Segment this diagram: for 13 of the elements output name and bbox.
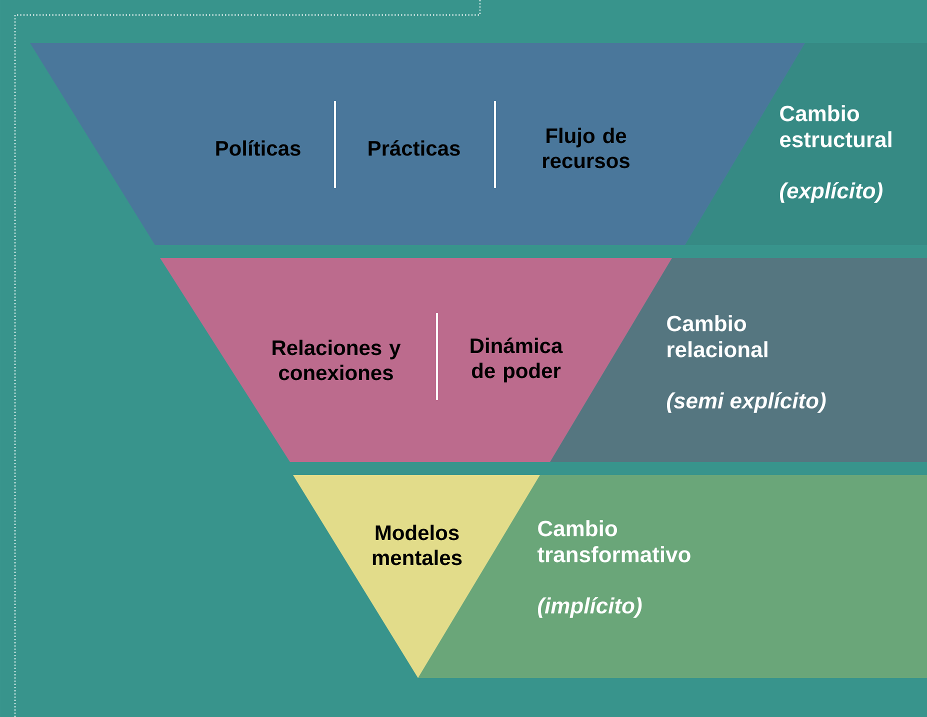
band-title: Cambio relacional [667,315,768,358]
label: Políticas [216,140,300,156]
band-subtitle: (semi explícito) [667,392,826,413]
band [685,43,927,245]
band-title: Cambio estructural [780,105,892,148]
label: Flujo de recursos [543,128,630,168]
label: Relaciones y conexiones [272,340,401,380]
label: Prácticas [368,140,460,156]
band-title: Cambio transformativo [537,520,690,562]
band-subtitle: (explícito) [780,182,882,203]
band-subtitle: (implícito) [538,597,642,618]
label: Dinámica de poder [470,338,563,382]
label: Modelos mentales [372,524,462,566]
